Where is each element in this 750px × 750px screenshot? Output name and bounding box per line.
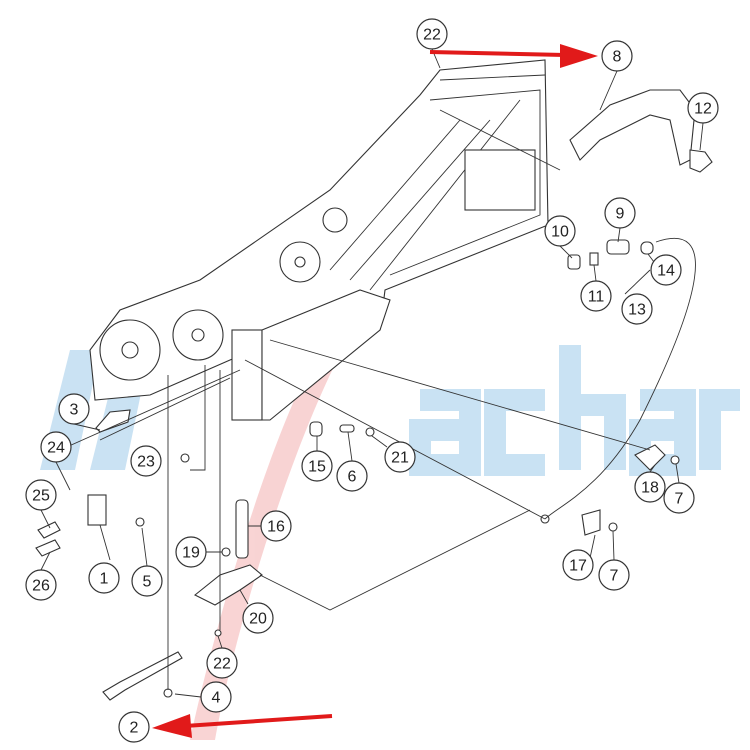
callout-circle (260, 510, 292, 542)
callout-number: 7 (610, 568, 619, 585)
callout-number: 10 (551, 224, 569, 241)
callout-6: 6 (336, 460, 368, 492)
callout-24: 24 (40, 431, 72, 463)
callout-circle (687, 92, 719, 124)
callout-circle (131, 565, 163, 597)
small-parts (35, 239, 680, 701)
callout-7: 7 (663, 482, 695, 514)
callout-16: 16 (260, 510, 292, 542)
callout-circle (621, 293, 653, 325)
callout-circle (634, 471, 666, 503)
callout-circle (416, 18, 448, 50)
callout-1: 1 (88, 562, 120, 594)
callout-circle (663, 482, 695, 514)
callout-3: 3 (58, 393, 90, 425)
callout-circle (650, 254, 682, 286)
callout-circle (301, 450, 333, 482)
callout-9: 9 (604, 197, 636, 229)
callout-number: 25 (32, 488, 50, 505)
callout-circle (601, 40, 633, 72)
callout-circle (242, 602, 274, 634)
callout-circle (118, 711, 150, 743)
watermark-lettering (409, 345, 740, 476)
callout-number: 20 (249, 611, 267, 628)
callout-number: 5 (143, 574, 152, 591)
callout-circle (336, 460, 368, 492)
leader-lines (40, 48, 704, 698)
callout-number: 19 (182, 545, 200, 562)
callout-circle (58, 393, 90, 425)
callout-5: 5 (131, 565, 163, 597)
callout-13: 13 (621, 293, 653, 325)
callout-number: 13 (628, 302, 646, 319)
callout-number: 8 (613, 49, 622, 66)
callout-number: 4 (212, 690, 221, 707)
callout-circle (580, 280, 612, 312)
callout-11: 11 (580, 280, 612, 312)
handle-part (569, 89, 696, 166)
callout-10: 10 (544, 215, 576, 247)
callout-number: 18 (641, 480, 659, 497)
callout-circle (562, 549, 594, 581)
knob-part (689, 149, 713, 173)
callout-21: 21 (384, 441, 416, 473)
callout-22: 22 (206, 647, 238, 679)
callout-2: 2 (118, 711, 150, 743)
callout-circle (130, 445, 162, 477)
callout-number: 17 (569, 558, 587, 575)
callout-circle (384, 441, 416, 473)
callout-number: 1 (100, 571, 109, 588)
callout-circle (206, 647, 238, 679)
callout-number: 24 (47, 440, 65, 457)
feeder-body (89, 59, 549, 421)
callout-circle (598, 559, 630, 591)
callout-number: 16 (267, 519, 285, 536)
callout-number: 23 (137, 454, 155, 471)
callout-15: 15 (301, 450, 333, 482)
callout-number: 3 (70, 402, 79, 419)
callout-number: 9 (616, 206, 625, 223)
callout-26: 26 (25, 569, 57, 601)
callout-number: 22 (423, 27, 441, 44)
red-arrow-to-2 (152, 714, 333, 738)
callout-14: 14 (650, 254, 682, 286)
callout-20: 20 (242, 602, 274, 634)
callout-18: 18 (634, 471, 666, 503)
callout-circle (25, 569, 57, 601)
callout-number: 22 (213, 656, 231, 673)
callout-25: 25 (25, 479, 57, 511)
callout-17: 17 (562, 549, 594, 581)
callout-circle (25, 479, 57, 511)
callout-12: 12 (687, 92, 719, 124)
callout-19: 19 (175, 536, 207, 568)
callout-number: 14 (657, 263, 675, 280)
callout-7: 7 (598, 559, 630, 591)
callout-number: 12 (694, 101, 712, 118)
callout-number: 6 (348, 469, 357, 486)
callout-circle (88, 562, 120, 594)
callout-number: 7 (675, 491, 684, 508)
callout-circle (175, 536, 207, 568)
callout-4: 4 (200, 681, 232, 713)
callout-23: 23 (130, 445, 162, 477)
callout-number: 15 (308, 459, 326, 476)
callout-number: 26 (32, 578, 50, 595)
callout-number: 2 (130, 720, 139, 737)
callout-22: 22 (416, 18, 448, 50)
red-arrow-to-8 (429, 44, 598, 68)
callout-circle (200, 681, 232, 713)
callout-circle (544, 215, 576, 247)
callout-8: 8 (601, 40, 633, 72)
callout-number: 21 (391, 450, 409, 467)
callout-circle (604, 197, 636, 229)
callout-circle (40, 431, 72, 463)
callout-number: 11 (588, 289, 605, 306)
